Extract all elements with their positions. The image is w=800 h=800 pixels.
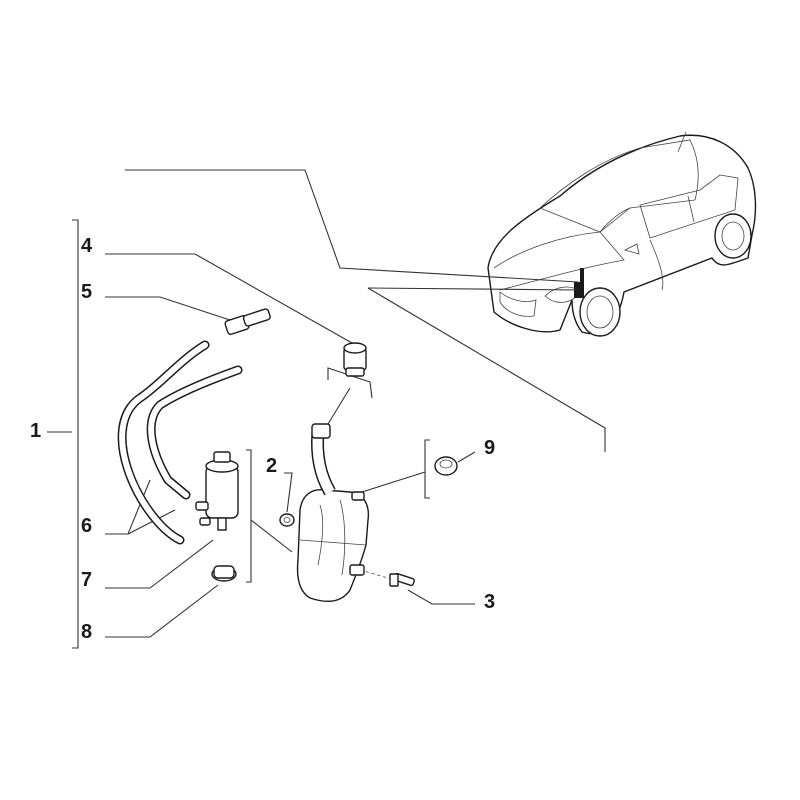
leader-lines — [47, 169, 606, 649]
grommet-8 — [211, 565, 237, 582]
cap-4 — [343, 342, 367, 377]
callout-9: 9 — [484, 437, 496, 459]
gasket-2 — [279, 513, 295, 527]
washer-pump-7 — [195, 451, 239, 531]
plug-9 — [434, 456, 458, 476]
callout-5: 5 — [81, 281, 93, 303]
callout-6: 6 — [81, 515, 93, 537]
car-illustration — [487, 131, 757, 337]
connector-5 — [224, 308, 271, 335]
hoses — [117, 340, 243, 545]
bolt-3 — [389, 572, 415, 587]
washer-reservoir — [296, 423, 370, 602]
callout-3: 3 — [484, 591, 496, 613]
callout-2: 2 — [266, 455, 278, 477]
callout-1: 1 — [30, 420, 42, 442]
callout-4: 4 — [81, 235, 93, 257]
callout-8: 8 — [81, 621, 93, 643]
callout-7: 7 — [81, 569, 93, 591]
